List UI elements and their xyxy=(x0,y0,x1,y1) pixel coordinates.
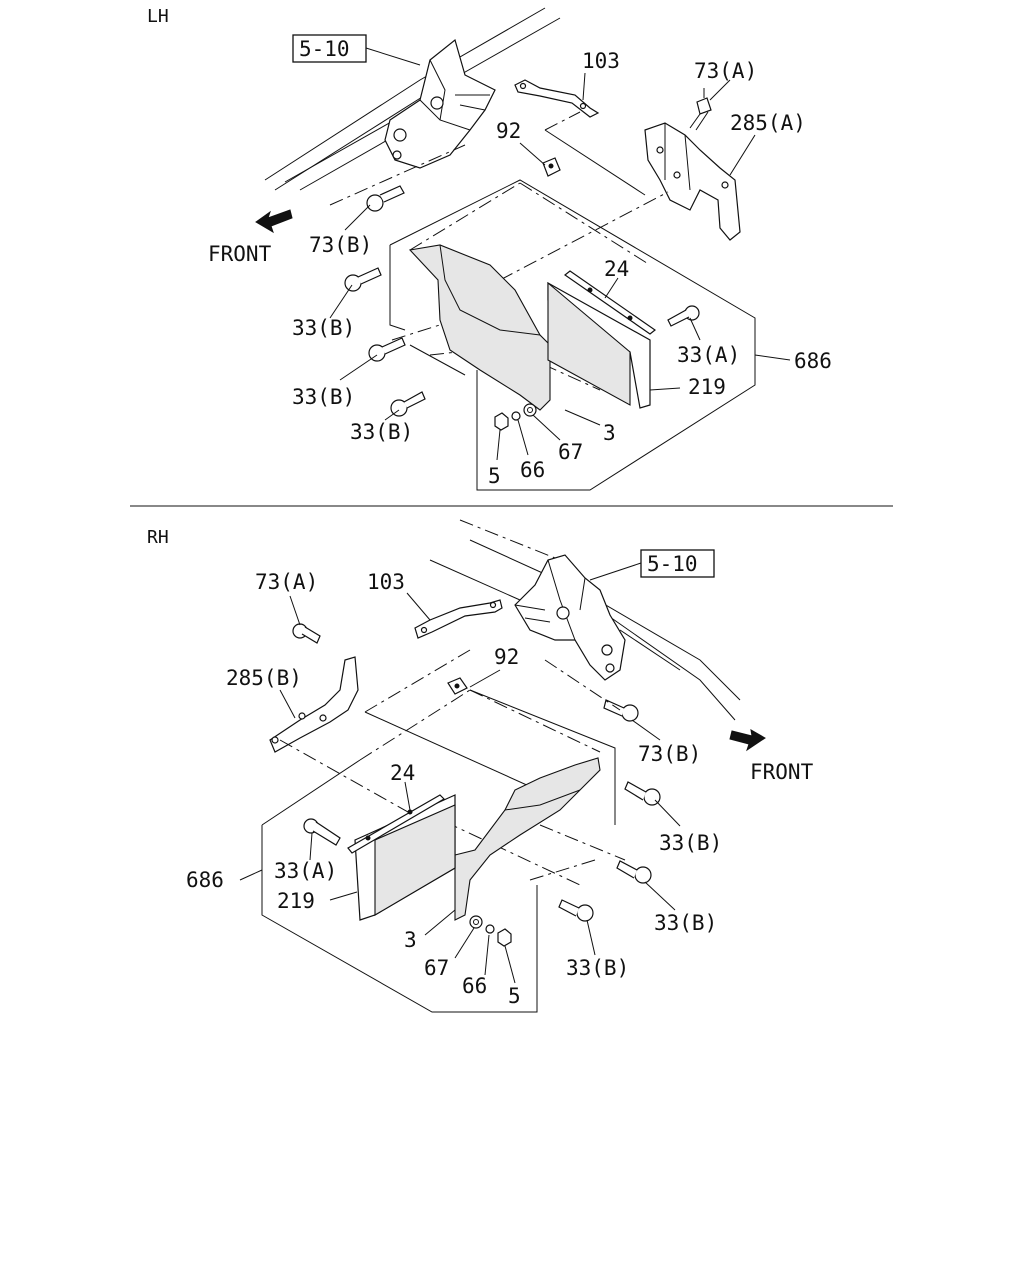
callout-66-lh: 66 xyxy=(520,458,545,482)
callout-219-rh: 219 xyxy=(277,889,315,913)
ref-box-5-10-lh: 5-10 xyxy=(292,34,421,66)
callout-33b-2-lh: 33(B) xyxy=(292,385,355,409)
part-103-rh xyxy=(414,599,503,639)
frame-rail-rh xyxy=(429,519,741,721)
leader-lines-rh xyxy=(239,592,681,984)
callout-33a-lh: 33(A) xyxy=(677,343,740,367)
callout-686-lh: 686 xyxy=(794,349,832,373)
callout-5-rh: 5 xyxy=(508,984,521,1008)
callout-285a-lh: 285(A) xyxy=(730,111,806,135)
part-103-lh xyxy=(514,79,600,118)
cab-mount-bracket-lh xyxy=(384,38,496,169)
bolts-33b-rh xyxy=(558,781,661,922)
callout-5-lh: 5 xyxy=(488,464,501,488)
assembly-686-outline-rh xyxy=(261,689,616,1013)
callouts-rh: 73(A) 103 92 285(B) 73(B) 24 33(B) 33(A)… xyxy=(186,570,722,1008)
callout-73b-lh: 73(B) xyxy=(309,233,372,257)
front-label-rh: FRONT xyxy=(750,760,814,784)
callout-67-rh: 67 xyxy=(424,956,449,980)
bolt-73b-lh xyxy=(366,185,405,212)
bolt-33a-lh xyxy=(667,305,700,327)
ref-box-label-rh: 5-10 xyxy=(647,552,698,576)
callout-219-lh: 219 xyxy=(688,375,726,399)
front-arrow-rh: FRONT xyxy=(729,729,814,784)
callout-33b-2-rh: 33(B) xyxy=(654,911,717,935)
front-arrow-icon-rh xyxy=(729,729,766,752)
ref-box-5-10-rh: 5-10 xyxy=(589,549,715,581)
bolt-33a-rh xyxy=(303,818,341,846)
callout-33b-3-lh: 33(B) xyxy=(350,420,413,444)
callout-67-lh: 67 xyxy=(558,440,583,464)
part-92-rh xyxy=(447,677,468,695)
section-rh: RH 5-10 FRONT xyxy=(147,519,814,1013)
fasteners-rh xyxy=(469,915,512,947)
mud-guard-rh xyxy=(354,757,601,921)
assembly-686-outline-lh xyxy=(389,179,756,491)
fasteners-lh xyxy=(494,403,537,431)
callout-73a-rh: 73(A) xyxy=(255,570,318,594)
callout-24-rh: 24 xyxy=(390,761,415,785)
front-label-lh: FRONT xyxy=(208,242,272,266)
section-lh: LH 5-10 FRONT xyxy=(147,6,832,491)
part-92-lh xyxy=(542,157,561,177)
leader-lines-lh xyxy=(329,72,791,461)
cab-mount-bracket-rh xyxy=(514,554,626,681)
ref-box-label-lh: 5-10 xyxy=(299,37,350,61)
front-arrow-lh: FRONT xyxy=(208,209,293,266)
mud-guard-lh xyxy=(408,244,651,411)
callout-33b-1-lh: 33(B) xyxy=(292,316,355,340)
callout-92-rh: 92 xyxy=(494,645,519,669)
front-arrow-icon-lh xyxy=(255,209,293,234)
callout-285b-rh: 285(B) xyxy=(226,666,302,690)
callout-73b-rh: 73(B) xyxy=(638,742,701,766)
callout-73a-lh: 73(A) xyxy=(694,59,757,83)
callout-3-rh: 3 xyxy=(404,928,417,952)
part-285-lh xyxy=(644,122,741,241)
callout-33b-1-rh: 33(B) xyxy=(659,831,722,855)
callout-92-lh: 92 xyxy=(496,119,521,143)
bolt-73b-rh xyxy=(603,699,639,722)
callout-103-lh: 103 xyxy=(582,49,620,73)
callout-66-rh: 66 xyxy=(462,974,487,998)
bolt-73a-rh xyxy=(292,623,321,644)
callout-33b-3-rh: 33(B) xyxy=(566,956,629,980)
section-title-rh: RH xyxy=(147,527,169,548)
callout-3-lh: 3 xyxy=(603,421,616,445)
bolt-73a-lh xyxy=(689,88,712,131)
part-285-rh xyxy=(269,656,359,753)
section-title-lh: LH xyxy=(147,6,169,27)
part-24-lh xyxy=(563,270,657,335)
callout-686-rh: 686 xyxy=(186,868,224,892)
bolts-33b-lh xyxy=(344,267,426,417)
callout-24-lh: 24 xyxy=(604,257,629,281)
callout-103-rh: 103 xyxy=(367,570,405,594)
callouts-lh: 103 73(A) 285(A) 92 73(B) 24 33(B) 33(A)… xyxy=(292,49,832,488)
callout-33a-rh: 33(A) xyxy=(274,859,337,883)
